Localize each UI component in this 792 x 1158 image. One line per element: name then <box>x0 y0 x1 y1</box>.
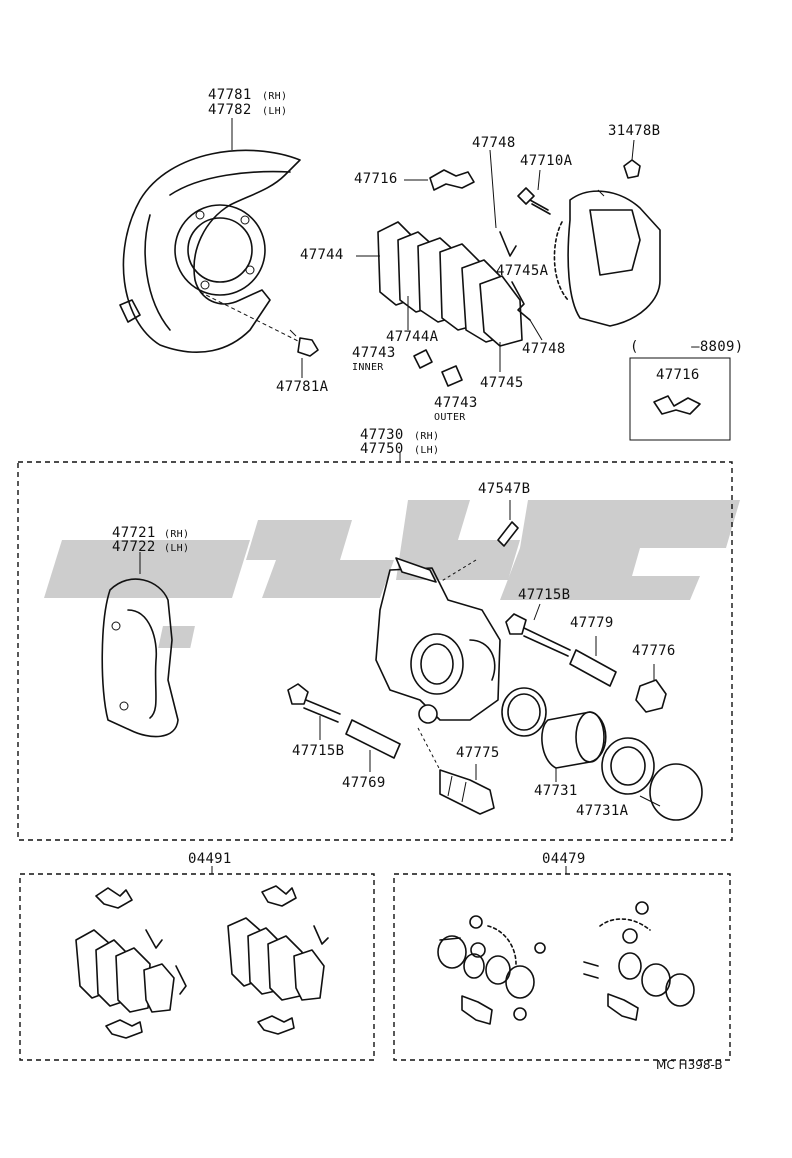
label-47750: 47750 <box>360 441 404 457</box>
label-outer: OUTER <box>434 412 466 423</box>
label-47721: 47721 <box>112 525 156 541</box>
label-47731: 47731 <box>534 783 578 799</box>
label-47715B-right: 47715B <box>518 587 571 603</box>
label-47730: 47730 <box>360 427 404 443</box>
label-47745: 47745 <box>480 375 524 391</box>
boot-icon <box>635 679 667 713</box>
label-47781A: 47781A <box>276 379 329 395</box>
label-range-note: ( –8809) <box>630 339 744 355</box>
bolt-icon <box>505 603 571 657</box>
clip-icon <box>653 395 701 415</box>
boot-icon <box>439 764 495 815</box>
label-47721-side: (RH) <box>164 529 190 540</box>
label-47715B-left: 47715B <box>292 743 345 759</box>
kit-04479-parts-icon <box>437 901 695 1025</box>
support-plate-icon <box>101 552 179 738</box>
label-31478B: 31478B <box>608 123 661 139</box>
label-47730-side: (RH) <box>414 431 440 442</box>
brake-dust-cover-icon <box>119 118 319 378</box>
kit-box-04479 <box>393 873 731 1061</box>
inset-box-47716 <box>629 357 731 441</box>
label-47779: 47779 <box>570 615 614 631</box>
label-inner: INNER <box>352 362 384 373</box>
caliper-assembly-box <box>17 461 733 841</box>
label-47769: 47769 <box>342 775 386 791</box>
label-47716: 47716 <box>354 171 398 187</box>
watermark-logo <box>44 500 740 648</box>
label-47782: 47782 <box>208 102 252 118</box>
bolt-icon <box>287 683 341 740</box>
label-kit-04491: 04491 <box>188 851 232 867</box>
slide-pin-icon <box>345 719 401 759</box>
label-47782-side: (LH) <box>262 106 288 117</box>
piston-boot-icon <box>601 737 703 821</box>
label-47716-box: 47716 <box>656 367 700 383</box>
seal-ring-icon <box>501 687 547 737</box>
label-47776: 47776 <box>632 643 676 659</box>
reference-code: MC H398-B <box>656 1058 723 1072</box>
label-kit-04479: 04479 <box>542 851 586 867</box>
label-47744A: 47744A <box>386 329 439 345</box>
brake-caliper-icon <box>375 557 501 724</box>
cap-icon <box>623 159 641 179</box>
label-47743-outer: 47743 <box>434 395 478 411</box>
label-47722: 47722 <box>112 539 156 555</box>
label-47748-bottom: 47748 <box>522 341 566 357</box>
label-47743-inner: 47743 <box>352 345 396 361</box>
label-47750-side: (LH) <box>414 445 440 456</box>
kit-04491-parts-icon <box>75 885 329 1039</box>
piston-icon <box>541 711 607 782</box>
slide-pin-icon <box>569 636 617 687</box>
bleeder-plug-icon <box>497 521 519 547</box>
label-47745A: 47745A <box>496 263 549 279</box>
label-47731A: 47731A <box>576 803 629 819</box>
label-47775: 47775 <box>456 745 500 761</box>
label-47781-side: (RH) <box>262 91 288 102</box>
guide-bolt-icon <box>517 169 551 215</box>
brake-pad-set-icon <box>356 149 543 387</box>
label-47744: 47744 <box>300 247 344 263</box>
label-47710A: 47710A <box>520 153 573 169</box>
label-47748-top: 47748 <box>472 135 516 151</box>
label-47722-side: (LH) <box>164 543 190 554</box>
caliper-support-icon <box>553 189 661 327</box>
label-47781: 47781 <box>208 87 252 103</box>
label-47547B: 47547B <box>478 481 531 497</box>
